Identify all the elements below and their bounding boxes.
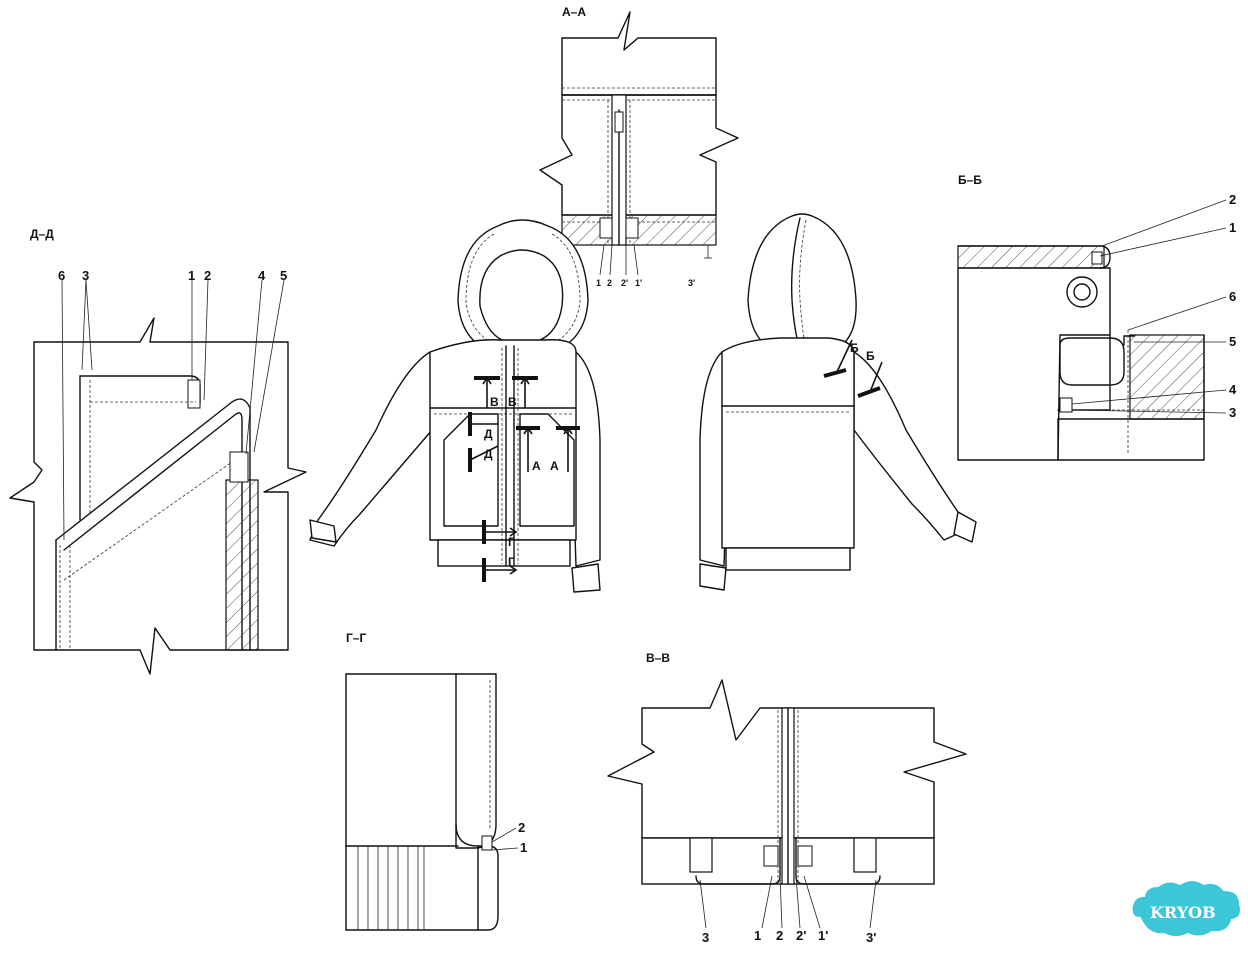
back-left-cuff — [699, 563, 727, 591]
dd-hatched-column — [225, 479, 259, 651]
dd-label-1: 1 — [188, 268, 195, 283]
bb-button-inner — [1073, 283, 1091, 301]
dd-label-2: 2 — [204, 268, 211, 283]
bb-hatched-right — [1129, 334, 1205, 420]
vv-label-3: 3 — [702, 930, 709, 945]
section-vv: В–В 3 1 2 2' 1' 3' — [607, 651, 967, 945]
section-dd-title: Д–Д — [30, 227, 54, 241]
front-right-cuff — [571, 563, 601, 593]
section-dd: Д–Д 6 3 1 2 4 5 — [9, 227, 307, 675]
aa-label-1p: 1' — [635, 278, 642, 288]
vv-label-1p: 1' — [818, 928, 828, 943]
vv-label-1: 1 — [754, 928, 761, 943]
jacket-front: В В Д Д А А Г Г — [309, 219, 601, 593]
section-bb-title: Б–Б — [958, 173, 982, 187]
section-bb: Б–Б 2 1 6 5 4 3 — [957, 173, 1237, 461]
aa-label-3p: 3' — [688, 278, 695, 288]
marker-d2: Д — [484, 447, 493, 461]
gg-label-2: 2 — [518, 820, 525, 835]
logo-text: KRYOB — [1150, 903, 1216, 922]
aa-label-2: 2 — [607, 278, 612, 288]
back-hem-band — [725, 547, 851, 571]
bb-label-5: 5 — [1229, 334, 1236, 349]
bb-label-4: 4 — [1229, 382, 1237, 397]
section-aa-title: А–А — [562, 5, 586, 19]
dd-label-6: 6 — [58, 268, 65, 283]
aa-main-layer — [539, 94, 739, 216]
front-right-pocket — [519, 413, 575, 527]
marker-v2: В — [508, 395, 517, 409]
dd-label-5: 5 — [280, 268, 287, 283]
aa-top-layer — [561, 11, 717, 96]
logo-cloud-shape — [1130, 879, 1242, 938]
bb-panel — [957, 267, 1111, 461]
marker-d1: Д — [484, 427, 493, 441]
bb-hatched-top — [957, 245, 1105, 269]
section-vv-title: В–В — [646, 651, 670, 665]
dd-label-4: 4 — [258, 268, 266, 283]
dd-diagonal-panel — [55, 398, 251, 651]
front-left-cuff — [309, 519, 337, 543]
gg-upper-panel — [345, 673, 497, 849]
marker-g1: Г — [508, 535, 515, 549]
back-hood-seam — [790, 217, 801, 351]
bb-button-outer — [1066, 276, 1098, 308]
front-left-pocket — [443, 413, 499, 527]
aa-label-2p: 2' — [621, 278, 628, 288]
vv-label-2: 2 — [776, 928, 783, 943]
front-right-sleeve — [571, 351, 601, 567]
marker-a2: А — [550, 459, 559, 473]
aa-hatched-base — [561, 214, 717, 246]
gg-label-1: 1 — [520, 840, 527, 855]
kryob-logo: KRYOB — [1130, 879, 1242, 938]
dd-label-3: 3 — [82, 268, 89, 283]
marker-v1: В — [490, 395, 499, 409]
section-gg-title: Г–Г — [346, 631, 366, 645]
marker-b1: Б — [850, 341, 859, 355]
marker-g2: Г — [508, 555, 515, 569]
bb-label-1: 1 — [1229, 220, 1236, 235]
back-right-sleeve — [853, 351, 967, 541]
front-body — [429, 339, 577, 541]
back-body — [721, 337, 855, 549]
vv-label-2p: 2' — [796, 928, 806, 943]
section-aa: А–А 3 1 2 2' 1' 3' — [539, 5, 739, 288]
gg-hem-band — [345, 845, 499, 931]
marker-a1: А — [532, 459, 541, 473]
vv-label-3p: 3' — [866, 930, 876, 945]
front-hem-band — [437, 539, 571, 567]
aa-label-1: 1 — [596, 278, 601, 288]
front-hood-opening — [479, 249, 564, 347]
bb-label-2: 2 — [1229, 192, 1236, 207]
bb-label-3: 3 — [1229, 405, 1236, 420]
front-left-sleeve — [309, 351, 433, 547]
marker-b2: Б — [866, 349, 875, 363]
jacket-back: Б Б — [699, 213, 977, 591]
back-left-sleeve — [699, 351, 729, 567]
vv-upper-panel — [607, 679, 967, 839]
bb-label-6: 6 — [1229, 289, 1236, 304]
dd-outline — [9, 317, 307, 675]
back-hood — [747, 213, 857, 353]
aa-zipper-slider — [614, 111, 624, 133]
section-gg: Г–Г 2 1 — [345, 631, 527, 931]
back-right-cuff — [953, 511, 977, 543]
